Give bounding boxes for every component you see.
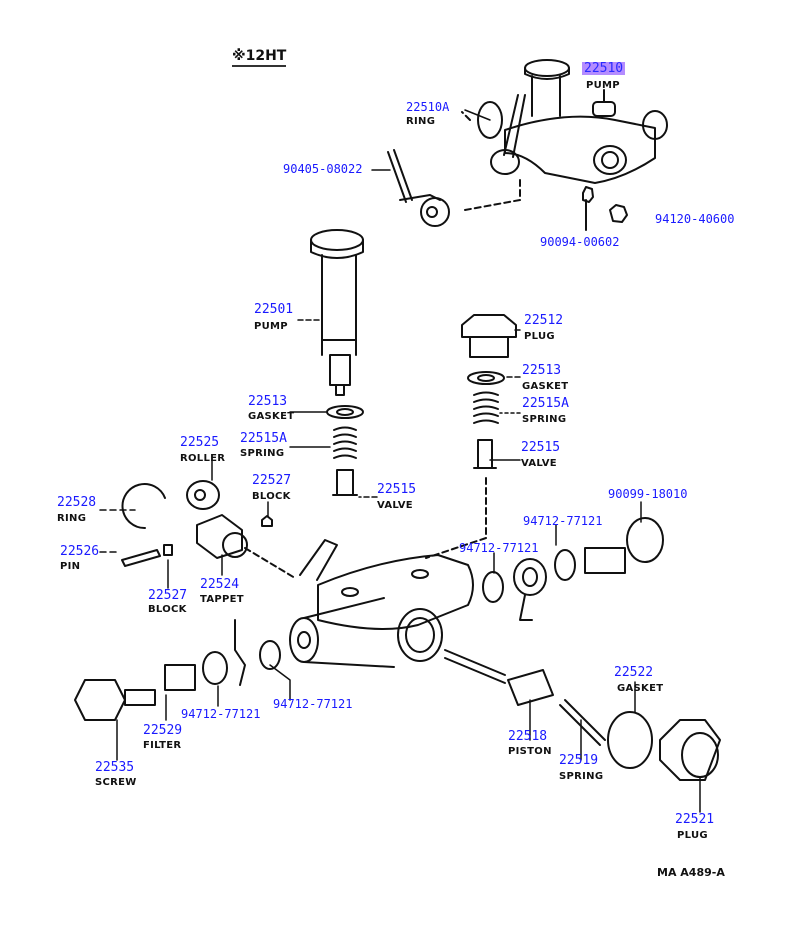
part-number-22529[interactable]: 22529 (143, 723, 183, 738)
part-number-94712-77121-c[interactable]: 94712-77121 (181, 707, 261, 721)
part-name-22527-lower: BLOCK (148, 604, 187, 615)
part-number-22528[interactable]: 22528 (57, 495, 97, 510)
part-number-22524[interactable]: 22524 (200, 577, 240, 592)
part-name-22510: PUMP (586, 80, 620, 91)
part-name-22535: SCREW (95, 777, 137, 788)
part-name-22513-right: GASKET (522, 381, 569, 392)
part-name-22519: SPRING (559, 771, 604, 782)
part-name-22522: GASKET (617, 683, 664, 694)
part-number-22527-upper[interactable]: 22527 (252, 473, 292, 488)
pump-22501-drawing (310, 229, 364, 496)
part-number-90094-00602[interactable]: 90094-00602 (540, 235, 620, 249)
valve-stack-drawing (425, 314, 517, 559)
part-number-22521[interactable]: 22521 (675, 812, 715, 827)
part-number-90099-18010[interactable]: 90099-18010 (608, 487, 688, 501)
part-number-22522[interactable]: 22522 (614, 665, 654, 680)
pump-assembly-drawing (461, 59, 668, 211)
pump-body-drawing (289, 539, 506, 684)
part-name-22501: PUMP (254, 321, 288, 332)
part-number-22525[interactable]: 22525 (180, 435, 220, 450)
part-number-22512[interactable]: 22512 (524, 313, 564, 328)
part-number-22510[interactable]: 22510 (582, 61, 626, 76)
part-number-22535[interactable]: 22535 (95, 760, 135, 775)
part-number-94712-77121-d[interactable]: 94712-77121 (273, 697, 353, 711)
part-name-22521: PLUG (677, 830, 708, 841)
part-number-22513-left[interactable]: 22513 (248, 394, 288, 409)
banjo-fitting-drawing (482, 517, 664, 621)
part-name-22526: PIN (60, 561, 81, 572)
leader-lines (99, 109, 701, 813)
left-fittings-drawing (74, 619, 281, 721)
part-number-22515-left[interactable]: 22515 (377, 482, 417, 497)
lever-drawing (387, 149, 450, 227)
part-name-22529: FILTER (143, 740, 182, 751)
part-name-22512: PLUG (524, 331, 555, 342)
part-number-22515A-left[interactable]: 22515A (240, 431, 287, 446)
part-name-22524: TAPPET (200, 594, 244, 605)
part-number-22515-right[interactable]: 22515 (521, 440, 561, 455)
part-name-22518: PISTON (508, 746, 552, 757)
part-number-22518[interactable]: 22518 (508, 729, 548, 744)
part-number-94120-40600[interactable]: 94120-40600 (655, 212, 735, 226)
part-number-90405-08022[interactable]: 90405-08022 (283, 162, 363, 176)
part-name-22515A-right: SPRING (522, 414, 567, 425)
tappet-parts-drawing (121, 480, 296, 579)
part-number-22515A-right[interactable]: 22515A (522, 396, 569, 411)
part-number-22527-lower[interactable]: 22527 (148, 588, 188, 603)
part-name-22527-upper: BLOCK (252, 491, 291, 502)
figure-code: MA A489-A (657, 866, 725, 879)
part-name-22525: ROLLER (180, 453, 226, 464)
part-number-22519[interactable]: 22519 (559, 753, 599, 768)
part-name-22510A: RING (406, 116, 436, 127)
part-name-22513-left: GASKET (248, 411, 295, 422)
diagram-title: ※12HT (232, 48, 287, 67)
part-name-22515A-left: SPRING (240, 448, 285, 459)
part-number-22501[interactable]: 22501 (254, 302, 294, 317)
part-name-22528: RING (57, 513, 87, 524)
part-number-94712-77121-a[interactable]: 94712-77121 (523, 514, 603, 528)
nut-drawings (582, 186, 628, 231)
part-number-94712-77121-b[interactable]: 94712-77121 (459, 541, 539, 555)
piston-plug-drawing (507, 669, 721, 781)
part-name-22515-left: VALVE (377, 500, 413, 511)
part-number-22513-right[interactable]: 22513 (522, 363, 562, 378)
part-number-22526[interactable]: 22526 (60, 544, 100, 559)
part-name-22515-right: VALVE (521, 458, 557, 469)
part-number-22510A[interactable]: 22510A (406, 100, 450, 114)
